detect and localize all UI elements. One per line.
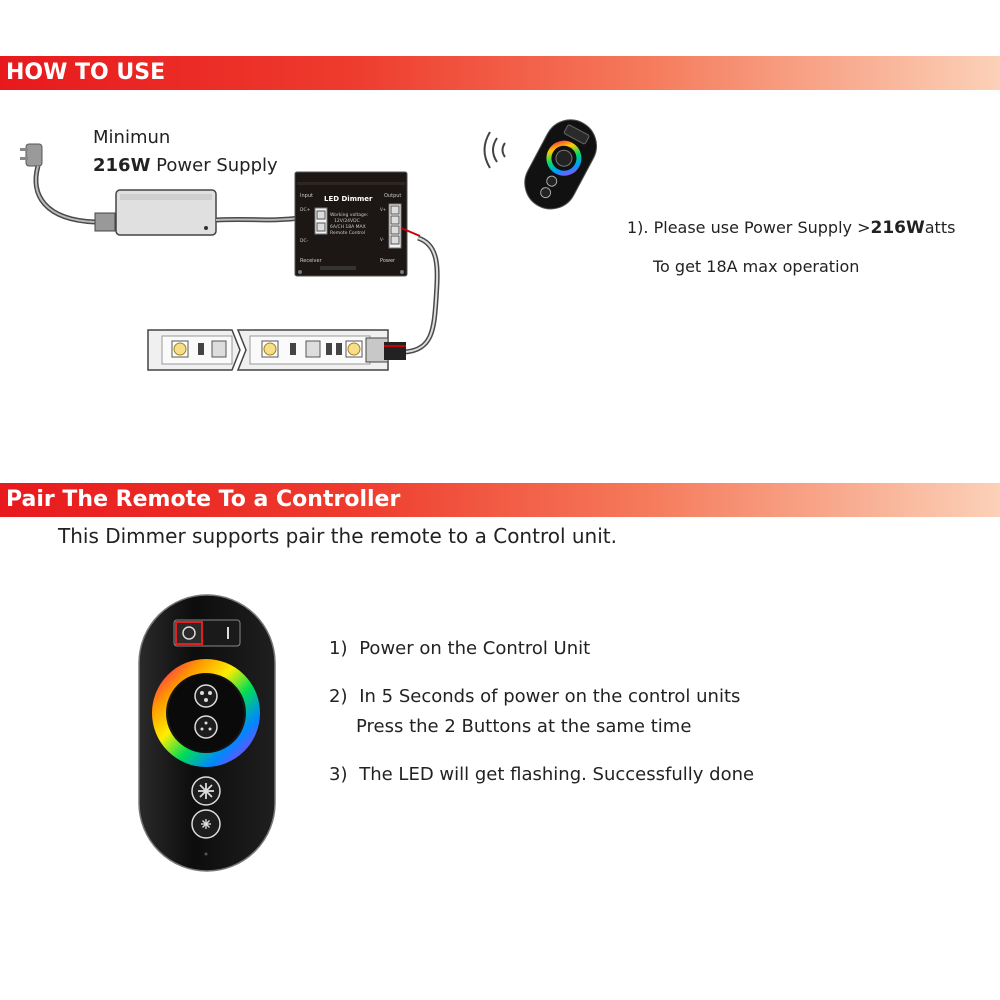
step-text: The LED will get flashing. Successfully … [359, 764, 755, 785]
dimmer-spec-4: Remote Control [330, 230, 365, 236]
led-strip [147, 329, 406, 371]
psu-watt-value: 216W [93, 155, 151, 176]
wiring-diagram: LED Dimmer Input Output DC+ DC- Working … [20, 143, 440, 371]
step-2: 2) In 5 Seconds of power on the control … [329, 686, 740, 707]
brightness-up-icon [191, 776, 221, 806]
note1-suffix: atts [924, 218, 956, 237]
step-1: 1) Power on the Control Unit [329, 638, 590, 659]
dimmer-dc-plus: DC+ [300, 207, 311, 213]
mode-button-icon [194, 684, 218, 708]
step-number: 1) [329, 638, 348, 659]
remote-control-large-icon [138, 594, 276, 872]
dimmer-power-label: Power [380, 258, 396, 264]
dimmer-spec-3: 6A/CH 18A MAX [330, 224, 366, 230]
dimmer-input-label: Input [300, 193, 313, 199]
power-switch [173, 619, 241, 647]
dimmer-spec-2: 12V/24VDC [334, 218, 360, 224]
speed-button-icon [194, 715, 218, 739]
psu-label-text: Power Supply [156, 155, 278, 176]
section-banner-pair-remote: Pair The Remote To a Controller [0, 483, 1000, 517]
note1-prefix: 1). Please use Power Supply > [627, 218, 871, 237]
step-text: Power on the Control Unit [359, 638, 591, 659]
dimmer-receiver-label: Receiver [300, 258, 323, 264]
color-wheel [152, 659, 260, 767]
dimmer-v-minus: V- [380, 237, 385, 242]
pair-intro-text: This Dimmer supports pair the remote to … [58, 524, 617, 548]
signal-waves-icon [483, 131, 506, 169]
step-text: In 5 Seconds of power on the control uni… [359, 686, 741, 707]
plug-icon [20, 143, 43, 167]
step-number: 3) [329, 764, 348, 785]
section-banner-how-to-use: HOW TO USE [0, 56, 1000, 90]
step-2-line-2: Press the 2 Buttons at the same time [356, 716, 692, 737]
note1-watt-value: 216W [870, 218, 925, 238]
psu-label-line1: Minimun [93, 127, 171, 148]
step-number: 2) [329, 686, 348, 707]
dimmer-output-label: Output [384, 193, 401, 199]
step-3: 3) The LED will get flashing. Successful… [329, 764, 754, 785]
max-operation-note: To get 18A max operation [653, 257, 860, 276]
psu-label-line2: 216W Power Supply [93, 155, 278, 176]
led-dimmer-box: LED Dimmer Input Output DC+ DC- Working … [294, 171, 408, 277]
dimmer-title: LED Dimmer [324, 195, 373, 203]
power-supply-icon [94, 189, 217, 236]
dimmer-dc-minus: DC- [300, 238, 309, 244]
brightness-down-icon [191, 809, 221, 839]
power-supply-note: 1). Please use Power Supply >216Watts [627, 218, 955, 238]
dimmer-spec-1: Working voltage: [330, 212, 368, 218]
dimmer-v-plus: V+ [380, 207, 386, 212]
remote-signal-illustration [483, 119, 598, 210]
remote-control-small-icon [524, 119, 598, 210]
